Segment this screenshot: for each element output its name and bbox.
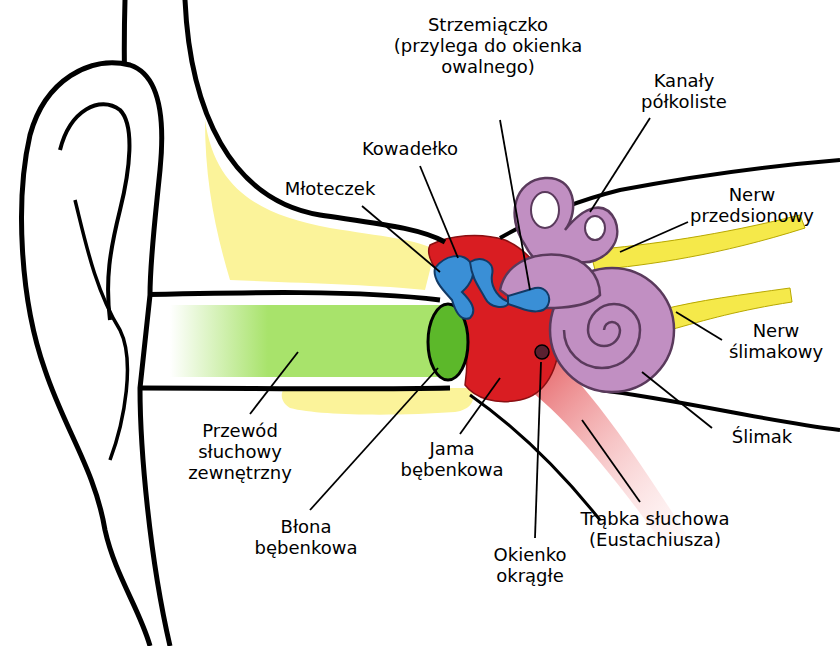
- part-label: Młoteczek: [265, 178, 395, 199]
- part-label: Jama bębenkowa: [395, 438, 510, 480]
- part-label: Nerw ślimakowy: [721, 320, 831, 362]
- part-label: Strzemiączko (przylega do okienka owalne…: [388, 14, 588, 77]
- part-label: Trąbka słuchowa (Eustachiusza): [558, 508, 753, 550]
- part-label: Kanały półkoliste: [624, 70, 744, 112]
- part-label: Kowadełko: [345, 138, 475, 159]
- part-label: Przewód słuchowy zewnętrzny: [173, 420, 308, 483]
- part-label: Błona bębenkowa: [249, 516, 364, 558]
- part-label: Okienko okrągłe: [473, 544, 588, 586]
- part-label: Nerw przedsionowy: [687, 184, 817, 226]
- part-label: Ślimak: [712, 426, 812, 447]
